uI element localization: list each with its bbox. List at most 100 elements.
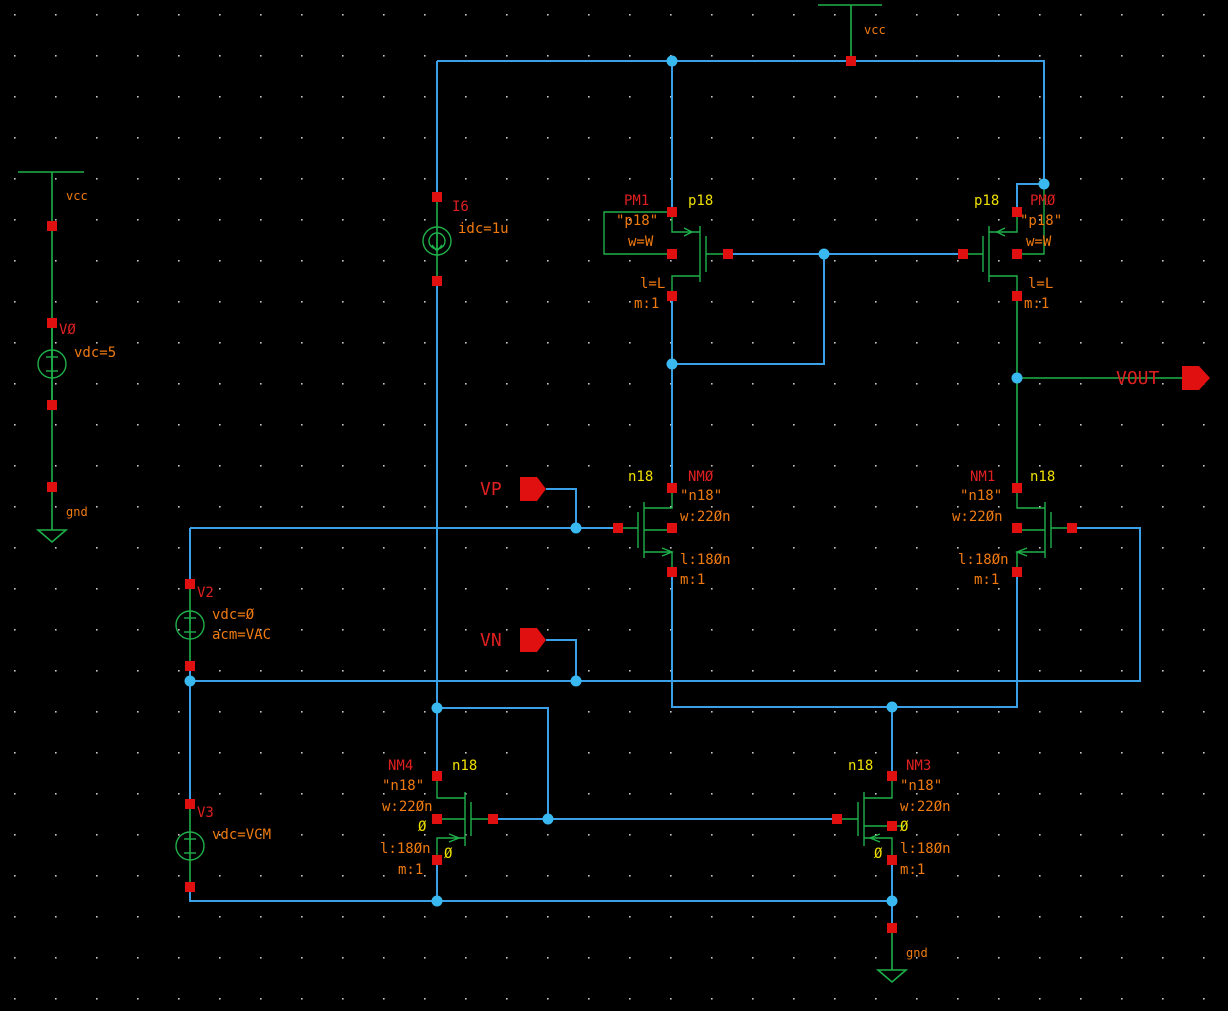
pin-square[interactable] bbox=[432, 814, 442, 824]
pin-square[interactable] bbox=[47, 221, 57, 231]
junction-dot[interactable] bbox=[666, 358, 678, 370]
pin-square[interactable] bbox=[846, 56, 856, 66]
v0-param-0: vdc=5 bbox=[74, 345, 116, 361]
pin-square[interactable] bbox=[723, 249, 733, 259]
pm0-model: p18 bbox=[974, 193, 999, 209]
nm3-param-3: m:1 bbox=[900, 862, 925, 878]
pin-square[interactable] bbox=[185, 882, 195, 892]
pin-square[interactable] bbox=[1012, 523, 1022, 533]
source-v3[interactable] bbox=[175, 831, 205, 861]
transistor-nm0[interactable] bbox=[618, 488, 674, 572]
nm0-name: NMØ bbox=[688, 469, 714, 485]
pin-square[interactable] bbox=[432, 855, 442, 865]
junction-dot[interactable] bbox=[570, 675, 582, 687]
wire-gate-drain-tie[interactable] bbox=[672, 254, 825, 365]
i6-param-0: idc=1u bbox=[458, 221, 509, 237]
nm1-param-3: m:1 bbox=[974, 572, 999, 588]
source-v2[interactable] bbox=[175, 610, 205, 640]
pin-square[interactable] bbox=[667, 523, 677, 533]
pin-square[interactable] bbox=[832, 814, 842, 824]
nm3-param-1: w:22Øn bbox=[900, 799, 951, 815]
pin-vn-label: VN bbox=[480, 630, 502, 651]
junction-dot[interactable] bbox=[431, 895, 443, 907]
i6-name: I6 bbox=[452, 199, 469, 215]
pin-square[interactable] bbox=[667, 207, 677, 217]
pin-square[interactable] bbox=[667, 483, 677, 493]
wire-nm0-source[interactable] bbox=[671, 572, 1018, 708]
junction-dot[interactable] bbox=[666, 55, 678, 67]
junction-dot[interactable] bbox=[818, 248, 830, 260]
pin-square[interactable] bbox=[887, 923, 897, 933]
pin-square[interactable] bbox=[887, 821, 897, 831]
pin-square[interactable] bbox=[887, 771, 897, 781]
v2-name: V2 bbox=[197, 585, 214, 601]
wire-gnd-rail[interactable] bbox=[189, 887, 892, 902]
pin-square[interactable] bbox=[1012, 249, 1022, 259]
pin-square[interactable] bbox=[488, 814, 498, 824]
nm0-param-3: m:1 bbox=[680, 572, 705, 588]
pin-square[interactable] bbox=[1012, 483, 1022, 493]
wire-vp[interactable] bbox=[546, 488, 618, 529]
pin-square[interactable] bbox=[1012, 291, 1022, 301]
transistor-pm0[interactable] bbox=[963, 184, 1045, 296]
pin-square[interactable] bbox=[185, 661, 195, 671]
pin-square[interactable] bbox=[185, 579, 195, 589]
pin-square[interactable] bbox=[667, 249, 677, 259]
pin-square[interactable] bbox=[47, 318, 57, 328]
nm0-param-0: "n18" bbox=[680, 488, 722, 504]
junction-dot[interactable] bbox=[1038, 178, 1050, 190]
junction-dot[interactable] bbox=[570, 522, 582, 534]
wire-vn-net[interactable] bbox=[190, 527, 1141, 682]
junction-dot[interactable] bbox=[184, 675, 196, 687]
nm3-model: n18 bbox=[848, 758, 873, 774]
junction-dot[interactable] bbox=[886, 701, 898, 713]
pin-square[interactable] bbox=[887, 855, 897, 865]
junction-dot[interactable] bbox=[431, 702, 443, 714]
pin-vout-shape[interactable] bbox=[1182, 366, 1210, 390]
junction-dot[interactable] bbox=[542, 813, 554, 825]
pin-square[interactable] bbox=[958, 249, 968, 259]
wire-nm4-diode[interactable] bbox=[437, 707, 549, 819]
pm0-param-1: w=W bbox=[1026, 234, 1052, 250]
pin-square[interactable] bbox=[667, 567, 677, 577]
pin-square[interactable] bbox=[185, 799, 195, 809]
transistor-nm1[interactable] bbox=[1015, 488, 1072, 572]
pin-square[interactable] bbox=[1012, 207, 1022, 217]
pin-square[interactable] bbox=[432, 192, 442, 202]
pin-square[interactable] bbox=[47, 482, 57, 492]
junction-dot[interactable] bbox=[886, 895, 898, 907]
wire-vn[interactable] bbox=[546, 639, 577, 681]
v0-name: VØ bbox=[59, 322, 76, 338]
pin-square[interactable] bbox=[432, 771, 442, 781]
v3-name: V3 bbox=[197, 805, 214, 821]
junction-dot[interactable] bbox=[1011, 372, 1023, 384]
transistor-pm1[interactable] bbox=[603, 211, 728, 296]
nm0-model: n18 bbox=[628, 469, 653, 485]
pm0-name: PMØ bbox=[1030, 193, 1056, 209]
pin-square[interactable] bbox=[613, 523, 623, 533]
source-v0[interactable] bbox=[37, 349, 67, 379]
v2-param-0: vdc=Ø bbox=[212, 607, 255, 623]
nm4-param-2: l:18Øn bbox=[380, 841, 431, 857]
wire-vcc-rail[interactable] bbox=[437, 60, 1045, 184]
nm1-param-2: l:18Øn bbox=[958, 552, 1009, 568]
green-wires bbox=[18, 4, 1182, 984]
nm1-param-1: w:22Øn bbox=[952, 509, 1003, 525]
pin-square[interactable] bbox=[47, 400, 57, 410]
nm3-param-2: l:18Øn bbox=[900, 841, 951, 857]
nm4-param-1: w:22Øn bbox=[382, 799, 433, 815]
nm4-body-1: Ø bbox=[444, 846, 453, 862]
source-i6[interactable] bbox=[422, 226, 452, 256]
label-vcc-top: vcc bbox=[864, 23, 886, 37]
transistor-nm3[interactable] bbox=[837, 776, 904, 860]
pin-vp-shape[interactable] bbox=[520, 477, 546, 501]
pm1-param-1: w=W bbox=[628, 234, 654, 250]
pin-square[interactable] bbox=[432, 276, 442, 286]
pin-square[interactable] bbox=[1067, 523, 1077, 533]
pin-square[interactable] bbox=[1012, 567, 1022, 577]
wire-pm0-source[interactable] bbox=[1016, 183, 1044, 212]
pin-square[interactable] bbox=[667, 291, 677, 301]
pm0-param-2: l=L bbox=[1028, 276, 1053, 292]
pin-vn-shape[interactable] bbox=[520, 628, 546, 652]
